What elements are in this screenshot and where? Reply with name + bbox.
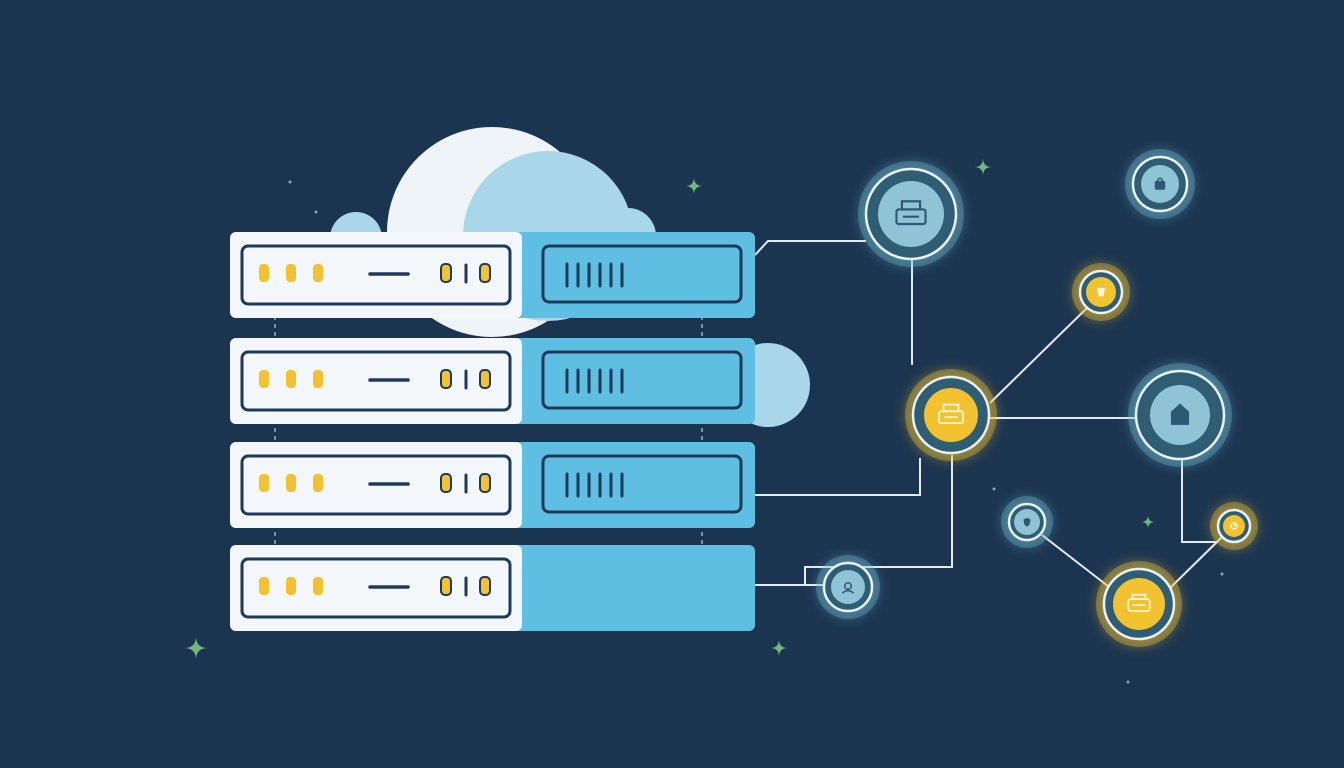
shield-node <box>1001 496 1053 548</box>
vent-panel <box>541 244 743 304</box>
device-node <box>1096 561 1182 647</box>
server-3 <box>230 442 755 528</box>
status-led <box>479 473 491 493</box>
server-rack <box>230 232 755 631</box>
printer-node <box>858 161 964 267</box>
status-led <box>440 369 452 389</box>
status-led <box>313 264 323 282</box>
star-dot <box>314 210 318 214</box>
hub-node <box>905 369 997 461</box>
cup-node <box>1072 263 1130 321</box>
building-icon <box>1170 403 1190 425</box>
vent-panel <box>541 454 743 514</box>
status-led <box>259 577 269 595</box>
device-icon <box>1127 593 1151 613</box>
status-led <box>259 370 269 388</box>
status-led <box>286 264 296 282</box>
cup-icon <box>1096 287 1106 297</box>
server-faceplate <box>240 244 512 306</box>
status-led <box>440 473 452 493</box>
sparkles <box>184 158 1224 684</box>
sparkle-icon <box>770 639 788 657</box>
server-4 <box>230 545 755 631</box>
sparkle-icon <box>1141 515 1155 529</box>
bag-node <box>1125 149 1195 219</box>
node-core <box>878 181 944 247</box>
network-nodes <box>816 149 1258 647</box>
node-core <box>1113 578 1165 630</box>
server-2 <box>230 338 755 424</box>
printer-icon <box>938 403 964 425</box>
node-core <box>831 570 865 604</box>
star-dot <box>1126 680 1130 684</box>
star-dot <box>992 487 996 491</box>
status-led <box>479 576 491 596</box>
badge-node <box>1210 502 1258 550</box>
status-led <box>479 369 491 389</box>
server-faceplate <box>240 557 512 619</box>
node-core <box>924 388 978 442</box>
vent-panel <box>541 350 743 410</box>
status-led <box>259 474 269 492</box>
status-led <box>286 370 296 388</box>
status-led <box>479 263 491 283</box>
star-dot <box>288 180 292 184</box>
status-led <box>286 577 296 595</box>
shield-icon <box>1023 517 1031 527</box>
status-led <box>313 370 323 388</box>
server-faceplate <box>240 454 512 516</box>
user-icon <box>841 582 855 594</box>
star-dot <box>1220 572 1224 576</box>
printer-icon <box>895 200 927 226</box>
status-led <box>440 263 452 283</box>
user-node <box>816 555 880 619</box>
sparkle-icon <box>184 636 208 660</box>
status-led <box>440 576 452 596</box>
building-node <box>1128 363 1232 467</box>
network-wires <box>754 240 1223 591</box>
server-faceplate <box>240 350 512 412</box>
status-led <box>286 474 296 492</box>
sparkle-icon <box>974 158 992 176</box>
sparkle-icon <box>685 177 703 195</box>
status-led <box>313 474 323 492</box>
bag-icon <box>1154 177 1166 190</box>
server-1 <box>230 232 755 318</box>
status-led <box>313 577 323 595</box>
status-led <box>259 264 269 282</box>
badge-icon <box>1230 522 1238 530</box>
